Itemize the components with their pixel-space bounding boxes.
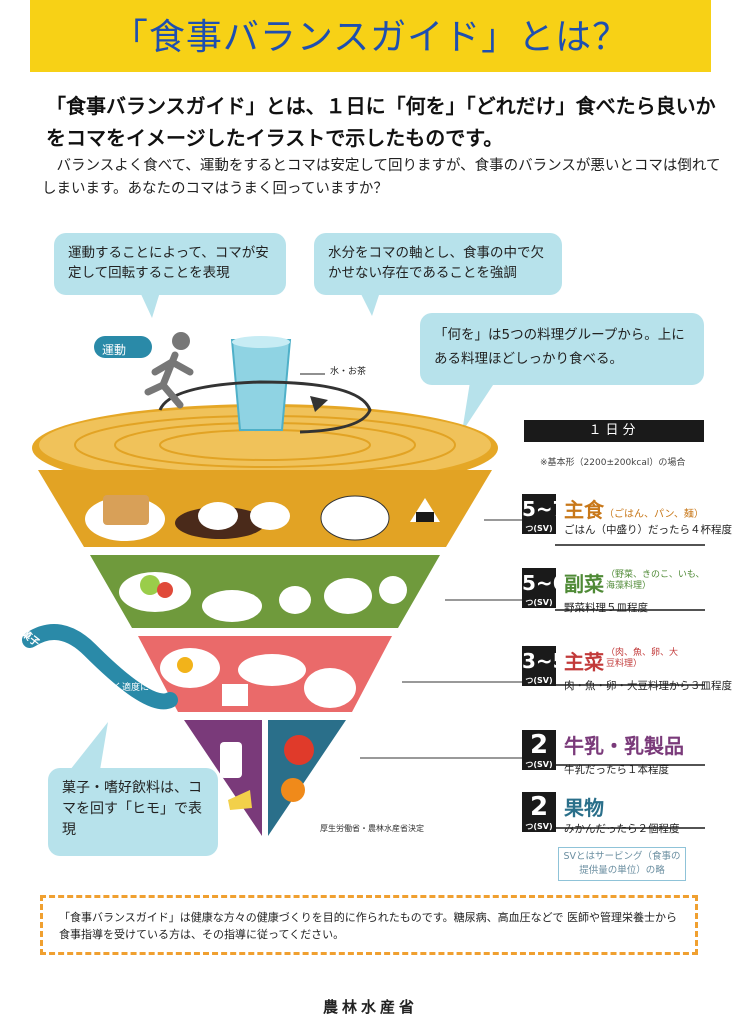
runner-icon: [144, 332, 194, 409]
exercise-bubble: 運動することによって、コマが安定して回転することを表現: [54, 233, 286, 295]
main-dishes: [160, 648, 356, 708]
title-banner: [30, 0, 711, 72]
bubble-tail: [360, 292, 380, 316]
exercise-label: 運動: [102, 343, 127, 357]
page-title: 「食事バランスガイド」とは？: [111, 17, 630, 58]
group-desc: 牛乳だったら１本程度: [564, 764, 669, 776]
lead-text: 「食事バランスガイド」とは、１日に「何を」「どれだけ」食べたら良いかをコマをイメ…: [46, 94, 716, 150]
snack-bubble: 菓子・嗜好飲料は、コマを回す「ヒモ」で表現: [48, 768, 218, 856]
exercise-label-pill: [94, 336, 152, 358]
group-desc: ごはん（中盛り）だったら４杯程度: [564, 524, 732, 536]
groups-bubble: 「何を」は5つの料理グループから。上にある料理ほどしっかり食べる。: [420, 313, 704, 385]
water-tea-label: 水・お茶: [330, 367, 367, 377]
group-desc: 野菜料理５皿程度: [564, 602, 648, 614]
decision-note: 厚生労働省・農林水産省決定: [320, 824, 424, 833]
group-desc: みかんだったら２個程度: [564, 823, 680, 835]
group-name: 副菜: [564, 572, 604, 596]
ministry-name: 農林水産省: [322, 998, 418, 1016]
water-bubble: 水分をコマの軸とし、食事の中で欠かせない存在であることを強調: [314, 233, 562, 295]
daily-note: ※基本形（2200±200kcal）の場合: [540, 458, 686, 468]
side-dishes: [119, 572, 407, 622]
bubble-tail: [140, 292, 160, 318]
group-name: 牛乳・乳製品: [564, 734, 684, 758]
group-desc: 肉・魚・卵・大豆料理から３皿程度: [564, 680, 732, 692]
rotation-arrow-icon: [158, 380, 372, 434]
dairy-items: [220, 742, 252, 810]
snack-rope: [22, 624, 178, 710]
bubble-tail: [70, 722, 108, 770]
notice-box: 「食事バランスガイド」は健康な方々の健康づくりを目的に作られたものです。糖尿病、…: [40, 895, 698, 955]
water-glass-icon: [230, 339, 292, 431]
group-name: 主食: [564, 498, 604, 522]
group-name: 果物: [564, 796, 604, 820]
group-name: 主菜: [564, 650, 604, 674]
fruit-items: [281, 735, 314, 802]
sv-note: SVとはサービング（食事の提供量の単位）の略: [558, 847, 686, 881]
top-disc-face: [39, 407, 491, 483]
dairy-segment: [184, 720, 262, 836]
description-text: バランスよく食べて、運動をするとコマは安定して回りますが、食事のバランスが悪いと…: [42, 158, 721, 197]
bubble-tail: [462, 382, 495, 432]
staple-dishes: [85, 495, 440, 541]
daily-header: １日分: [524, 420, 704, 442]
snack-moderate-label: 楽しく適度に: [95, 683, 150, 693]
